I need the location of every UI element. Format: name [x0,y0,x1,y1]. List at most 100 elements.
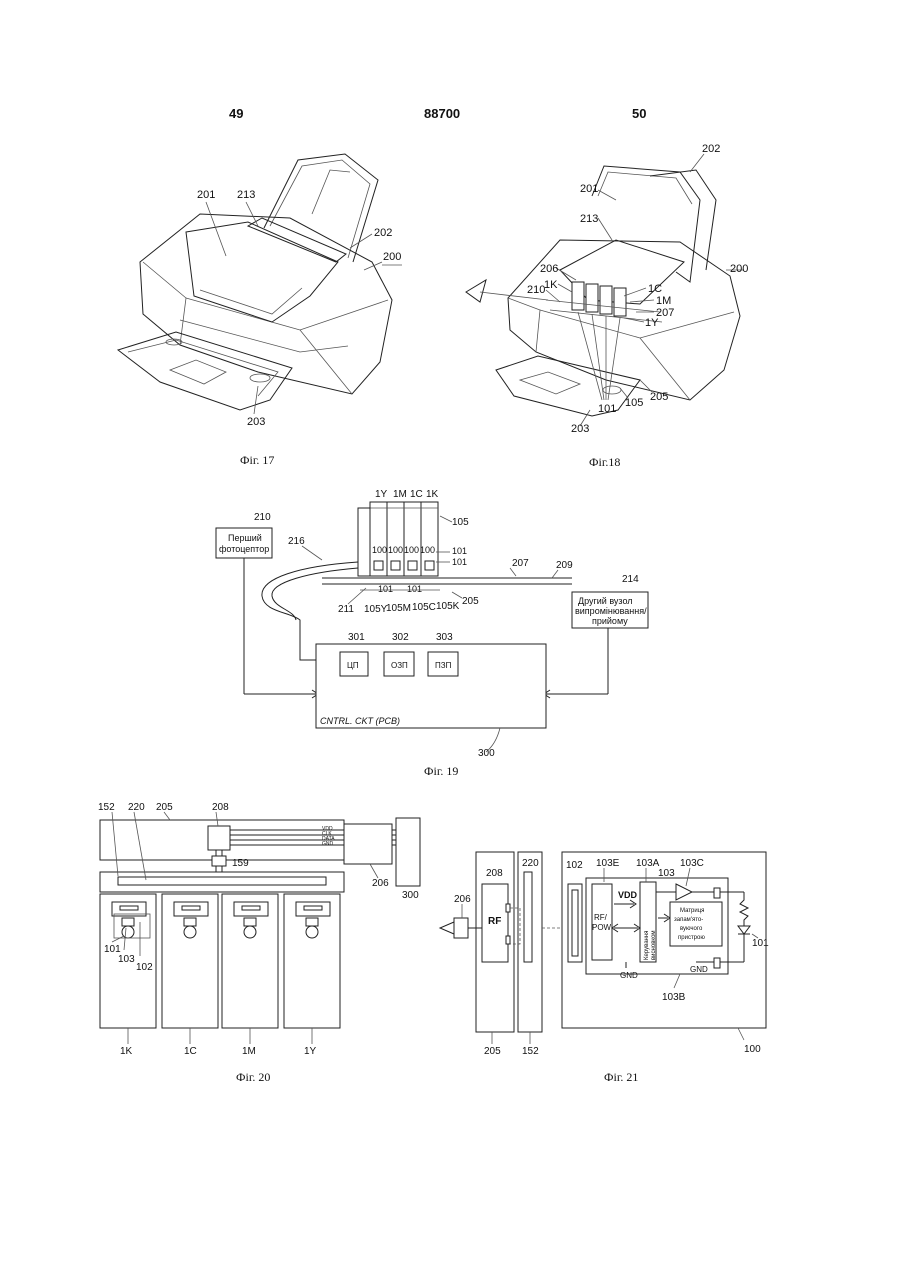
fig19-ref-101-a: 101 [452,546,467,556]
fig19-second-line3: прийому [592,616,628,626]
fig19-sensor-line2: фотоцептор [219,544,269,554]
fig19-ref-100-c: 100 [404,545,419,555]
fig18-label-1K: 1K [544,279,558,291]
fig17-label-201: 201 [197,189,215,201]
fig19-ref-210: 210 [254,512,271,523]
fig21-ref-208: 208 [486,868,503,879]
caption-fig18: Фіг.18 [589,455,620,470]
fig21-vdd: VDD [618,890,638,900]
caption-fig17: Фіг. 17 [240,453,274,468]
fig21-ref-103B: 103B [662,992,686,1003]
fig18-label-201: 201 [580,183,598,195]
fig21-gnd-right: GND [690,965,708,974]
fig19-ref-211: 211 [338,604,354,615]
fig20-ref-103: 103 [118,954,135,965]
fig20-cart-1Y: 1Y [304,1046,317,1057]
fig19-ref-101-d: 101 [407,584,422,594]
fig21-ref-152: 152 [522,1046,539,1057]
fig21-gnd-left: GND [620,971,638,980]
fig19-ref-207: 207 [512,558,529,569]
fig19-slot-105Y: 105Y [364,604,388,615]
fig20-cart-1C: 1C [184,1046,197,1057]
fig21-matrix-1: Матриця [680,908,704,914]
fig20-diagram: VDD CLK DATA GND 206 300 159 [98,802,420,1057]
fig18-label-203: 203 [571,423,589,435]
fig19-block-rom: ПЗП [435,661,452,670]
fig20-ref-300: 300 [402,890,419,901]
fig19-second-line2: випромінювання/ [575,606,647,616]
fig18-label-105: 105 [625,397,643,409]
fig19-block-cpu: ЦП [347,661,359,670]
fig19-ref-205: 205 [462,596,479,607]
fig19-slot-105K: 105K [436,601,460,612]
fig18-printer-drawing: 202 201 213 206 1K 210 1C 1M 207 1Y 200 … [466,143,748,435]
fig19-ref-100-b: 100 [388,545,403,555]
fig21-ref-220: 220 [522,858,539,869]
fig17-label-213: 213 [237,189,255,201]
fig20-ref-102: 102 [136,962,153,973]
fig18-label-1M: 1M [656,295,671,307]
fig21-matrix-4: пристрою [678,935,705,941]
fig20-bus-gnd: GND [322,841,334,847]
fig21-rf: RF [488,916,501,927]
fig18-label-210: 210 [527,284,545,296]
fig19-ref-101-c: 101 [378,584,393,594]
fig20-ref-220: 220 [128,802,145,813]
fig19-ref-105: 105 [452,517,469,528]
fig18-label-1C: 1C [648,283,662,295]
fig19-ref-101-b: 101 [452,557,467,567]
fig19-ref-214: 214 [622,574,639,585]
fig19-cart-1M: 1M [393,489,407,500]
fig21-ctrl-1: Керування [644,931,650,960]
fig19-slot-105M: 105M [386,603,411,614]
fig21-ref-103: 103 [658,868,675,879]
fig19-ref-209: 209 [556,560,573,571]
caption-fig21: Фіг. 21 [604,1070,638,1085]
fig19-slot-105C: 105C [412,602,436,613]
fig19-sensor-line1: Перший [228,533,262,543]
fig20-ref-208: 208 [212,802,229,813]
fig21-matrix-2: запам'ято- [674,917,703,923]
fig19-ref-302: 302 [392,632,409,643]
fig20-ref-206: 206 [372,878,389,889]
fig20-ref-152: 152 [98,802,115,813]
fig19-ref-100-d: 100 [420,545,435,555]
fig19-diagram: 1Y 1M 1C 1K 105 100 100 100 100 101 101 … [216,489,648,759]
fig20-ref-159: 159 [232,858,249,869]
fig18-label-206: 206 [540,263,558,275]
fig21-diagram: 208 RF 220 206 205 152 102 RF/ POW Керув… [440,852,769,1057]
fig21-ref-100: 100 [744,1044,761,1055]
fig18-label-202: 202 [702,143,720,155]
fig21-ref-102: 102 [566,860,583,871]
fig19-ctrl-label: CNTRL. CKT (PCB) [320,716,400,726]
fig20-cart-1K: 1K [120,1046,133,1057]
fig19-ref-216: 216 [288,536,305,547]
caption-fig20: Фіг. 20 [236,1070,270,1085]
fig17-printer-drawing: 201 213 202 200 203 [118,154,402,428]
fig18-label-101: 101 [598,403,616,415]
fig17-label-202: 202 [374,227,392,239]
fig18-label-1Y: 1Y [645,317,659,329]
fig18-label-200: 200 [730,263,748,275]
fig18-label-205: 205 [650,391,668,403]
fig18-label-207: 207 [656,307,674,319]
fig21-ctrl-2: висновком [651,930,657,960]
fig21-rfpow-2: POW [592,923,612,932]
fig19-second-line1: Другий вузол [578,596,633,606]
fig21-rfpow-1: RF/ [594,913,608,922]
fig21-matrix-3: вуючого [680,926,703,932]
fig19-ref-100-a: 100 [372,545,387,555]
fig19-ref-301: 301 [348,632,365,643]
fig19-ref-303: 303 [436,632,453,643]
fig21-ref-103E: 103E [596,858,620,869]
fig19-ref-300: 300 [478,748,495,759]
caption-fig19: Фіг. 19 [424,764,458,779]
fig17-label-200: 200 [383,251,401,263]
fig19-cart-1C: 1C [410,489,423,500]
fig21-ref-206: 206 [454,894,471,905]
fig19-block-ram: ОЗП [391,661,408,670]
fig17-label-203: 203 [247,416,265,428]
fig21-ref-205: 205 [484,1046,501,1057]
fig21-ref-103A: 103A [636,858,660,869]
